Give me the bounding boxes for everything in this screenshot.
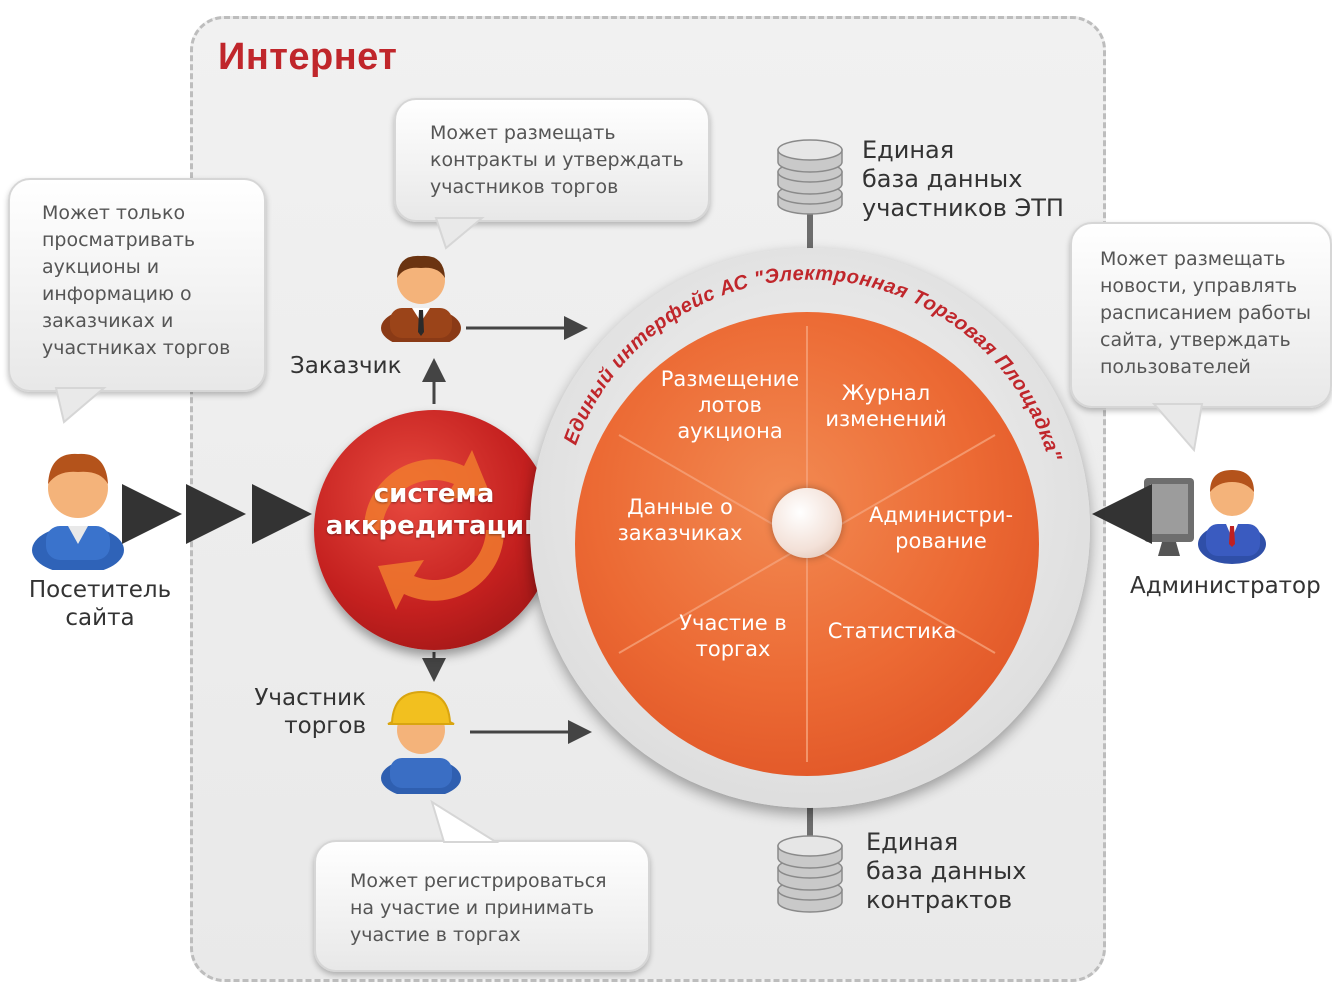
platform-title-arc: Единый интерфейс АС "Электронная Торгова…: [560, 263, 1065, 464]
contracts-database-label: Единая база данных контрактов: [866, 828, 1027, 914]
customer-bubble: Может размещать контракты и утверждать у…: [394, 98, 710, 222]
accreditation-cycle-arrows: [363, 450, 505, 610]
visitor-bubble-tail: [54, 387, 107, 424]
internet-title: Интернет: [218, 36, 398, 78]
sector-customers-data: Данные о заказчиках: [617, 495, 743, 545]
administrator-label: Администратор: [1130, 573, 1321, 599]
contracts-database-icon: [777, 835, 843, 913]
participant-icon: [381, 690, 461, 794]
sector-participation: Участие в торгах: [679, 611, 787, 661]
participants-database-icon: [777, 139, 843, 215]
administrator-icon: [1144, 470, 1266, 564]
admin-bubble-tail: [1151, 403, 1204, 453]
sector-admin: Администри- рование: [868, 503, 1014, 553]
visitor-bubble-text: Может только просматривать аукционы и ин…: [42, 202, 231, 359]
customer-label: Заказчик: [290, 353, 402, 379]
sector-journal: Журнал изменений: [825, 381, 947, 431]
accreditation-circle: [314, 410, 554, 650]
admin-bubble-text: Может размещать новости, управлять распи…: [1100, 248, 1311, 378]
customer-icon: [381, 255, 461, 342]
customer-bubble-text: Может размещать контракты и утверждать у…: [430, 122, 684, 198]
participant-bubble: Может регистрироваться на участие и прин…: [314, 840, 650, 972]
participant-bubble-tail: [430, 800, 500, 843]
admin-bubble: Может размещать новости, управлять распи…: [1070, 222, 1332, 408]
participants-database-label: Единая база данных участников ЭТП: [862, 136, 1064, 222]
accreditation-label: система аккредитации: [325, 479, 543, 541]
participant-bubble-text: Может регистрироваться на участие и прин…: [350, 870, 607, 946]
participant-label: Участник торгов: [254, 685, 366, 739]
visitor-label: Посетитель сайта: [28, 577, 172, 631]
customer-bubble-tail: [434, 217, 485, 250]
visitor-bubble: Может только просматривать аукционы и ин…: [8, 178, 266, 392]
visitor-icon: [32, 453, 124, 570]
sector-lots: Размещение лотов аукциона: [660, 367, 800, 443]
platform-hub: [772, 488, 842, 558]
sector-stats: Статистика: [827, 619, 957, 643]
